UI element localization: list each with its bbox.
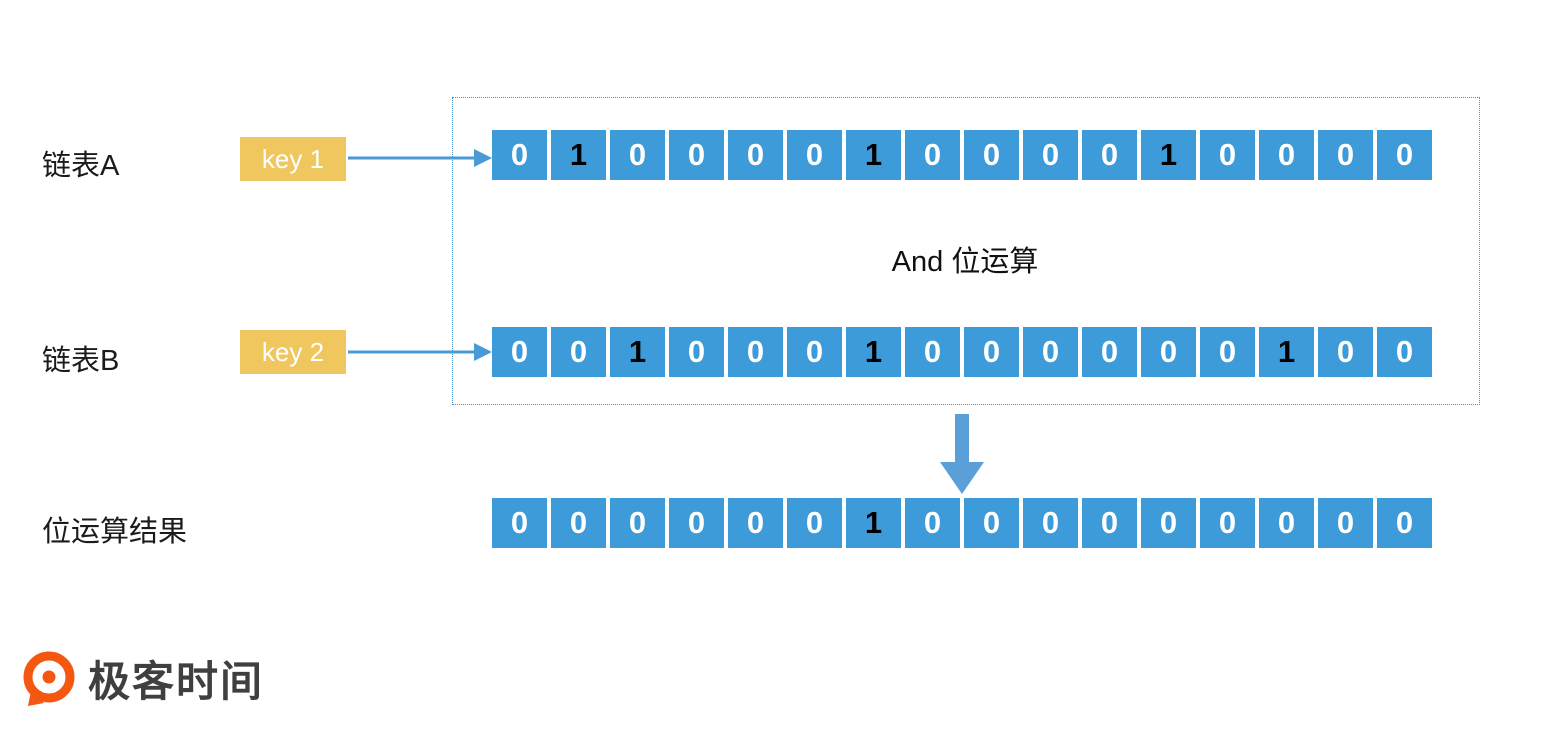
bit-cell: 0 xyxy=(1318,498,1373,548)
bit-cell: 0 xyxy=(787,327,842,377)
key2-arrow-icon xyxy=(348,343,492,361)
down-arrow-icon xyxy=(940,414,984,494)
bit-cell: 0 xyxy=(1259,498,1314,548)
bit-cell: 0 xyxy=(905,130,960,180)
bit-cell: 0 xyxy=(905,327,960,377)
key1-arrow-icon xyxy=(348,149,492,167)
bit-cell: 1 xyxy=(846,327,901,377)
row-a-label: 链表A xyxy=(42,150,120,182)
bit-cell: 1 xyxy=(846,130,901,180)
bit-cell: 0 xyxy=(1377,327,1432,377)
bit-cell: 0 xyxy=(1377,498,1432,548)
geektime-logo-icon xyxy=(23,651,75,706)
bit-cell: 0 xyxy=(610,498,665,548)
and-operation-boundary xyxy=(452,97,1480,405)
bit-cell: 0 xyxy=(787,130,842,180)
bit-cell: 0 xyxy=(551,327,606,377)
bit-cell: 0 xyxy=(492,498,547,548)
bit-cell: 0 xyxy=(964,498,1019,548)
bit-cell: 0 xyxy=(1082,498,1137,548)
bit-cell: 0 xyxy=(610,130,665,180)
bit-cell: 0 xyxy=(492,130,547,180)
bit-cell: 0 xyxy=(728,498,783,548)
bit-cell: 0 xyxy=(1082,327,1137,377)
bit-cell: 1 xyxy=(1141,130,1196,180)
bit-cell: 0 xyxy=(1318,327,1373,377)
bit-cell: 1 xyxy=(551,130,606,180)
bit-cell: 0 xyxy=(669,327,724,377)
operation-label: And 位运算 xyxy=(891,246,1039,278)
bit-cell: 0 xyxy=(1141,498,1196,548)
bit-cell: 0 xyxy=(905,498,960,548)
bit-cell: 0 xyxy=(1023,130,1078,180)
bit-cell: 0 xyxy=(1377,130,1432,180)
bit-cell: 0 xyxy=(728,130,783,180)
bit-cell: 1 xyxy=(610,327,665,377)
bit-cell: 0 xyxy=(1200,130,1255,180)
bit-cell: 0 xyxy=(728,327,783,377)
bit-cell: 0 xyxy=(964,327,1019,377)
bit-cell: 0 xyxy=(787,498,842,548)
bit-cell: 0 xyxy=(1200,327,1255,377)
bit-cell: 0 xyxy=(1141,327,1196,377)
key2-box: key 2 xyxy=(240,330,346,374)
bit-cell: 0 xyxy=(1259,130,1314,180)
bit-cell: 0 xyxy=(1318,130,1373,180)
geektime-logo-text: 极客时间 xyxy=(88,658,265,705)
bit-cell: 0 xyxy=(551,498,606,548)
bit-cell: 0 xyxy=(669,498,724,548)
bit-cell: 0 xyxy=(669,130,724,180)
bit-cell: 1 xyxy=(846,498,901,548)
bit-cell: 0 xyxy=(1082,130,1137,180)
result-label: 位运算结果 xyxy=(42,516,188,548)
bit-cell: 0 xyxy=(1200,498,1255,548)
bit-cell: 0 xyxy=(964,130,1019,180)
bit-cell: 0 xyxy=(1023,498,1078,548)
geektime-logo: 极客时间 xyxy=(20,648,264,709)
bit-cell: 0 xyxy=(1023,327,1078,377)
key1-box: key 1 xyxy=(240,137,346,181)
bit-cell: 1 xyxy=(1259,327,1314,377)
bit-cell: 0 xyxy=(492,327,547,377)
row-b-label: 链表B xyxy=(42,345,120,377)
